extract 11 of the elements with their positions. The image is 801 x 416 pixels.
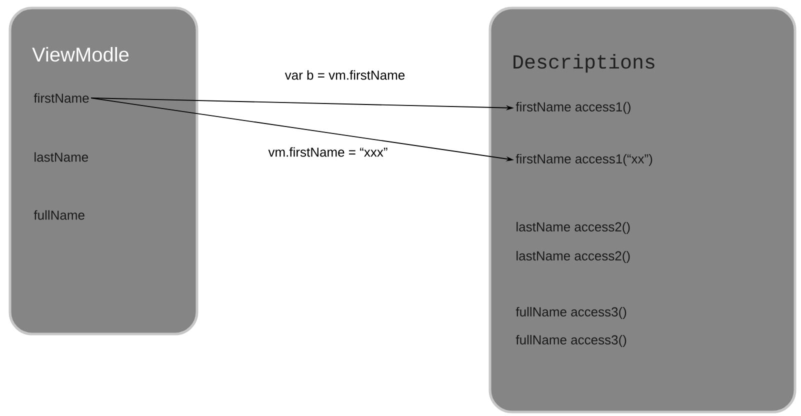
- field-label: lastName access2(): [516, 250, 630, 264]
- edge-label: vm.firstName = “xxx”: [266, 146, 390, 158]
- edge-label: var b = vm.firstName: [283, 68, 407, 82]
- field-label: fullName access3(): [516, 306, 626, 320]
- field-label: lastName access2(): [516, 222, 630, 234]
- field-label: firstName: [34, 93, 89, 103]
- field-label: fullName access3(): [516, 334, 626, 348]
- field-label: firstName access1(“xx”): [516, 154, 652, 166]
- field-label: fullName: [34, 210, 84, 220]
- field-label: lastName: [34, 152, 88, 162]
- field-label: firstName access1(): [516, 102, 630, 114]
